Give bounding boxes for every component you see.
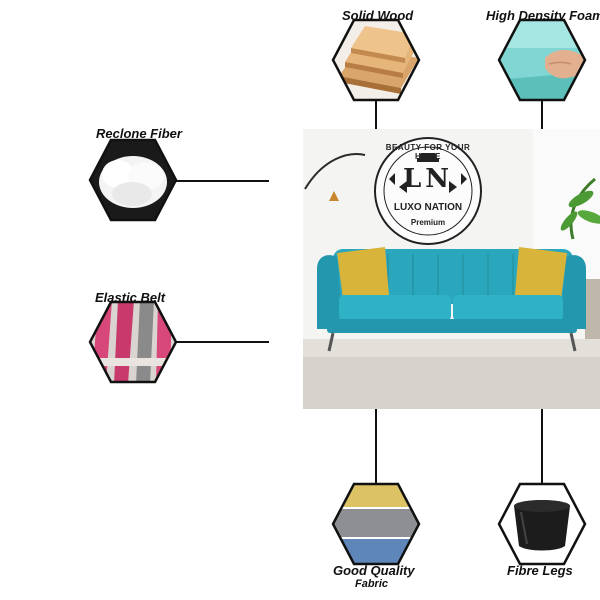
logo-monogram: LN: [402, 164, 454, 194]
connector-fabric: [375, 409, 377, 489]
connector-fibre-legs: [541, 409, 543, 489]
fibre-legs-hex: [497, 482, 587, 566]
label-fibre-legs: Fibre Legs: [507, 563, 573, 578]
logo-brand: LUXO NATION: [393, 202, 463, 213]
connector-solid-wood: [375, 98, 377, 130]
reclone-fiber-hex: [88, 138, 178, 222]
connector-reclone-fiber: [172, 180, 269, 182]
connector-elastic-belt: [172, 341, 269, 343]
connector-foam: [541, 98, 543, 130]
label-high-density-foam: High Density Foam: [486, 8, 600, 23]
fabric-hex: [331, 482, 421, 566]
solid-wood-hex: [331, 18, 421, 102]
label-fabric: Fabric: [355, 578, 389, 590]
sofa-photo: BEAUTY FOR YOUR HOME LN LUXO NATION Prem…: [303, 129, 600, 409]
brand-logo: [374, 137, 482, 245]
sofa-illustration: [303, 129, 600, 409]
logo-arc-text: BEAUTY FOR YOUR HOME: [385, 143, 471, 161]
elastic-belt-hex: [88, 300, 178, 384]
logo-tier: Premium: [410, 218, 446, 227]
label-reclone-fiber: Reclone Fiber: [96, 126, 182, 141]
high-density-foam-hex: [497, 18, 587, 102]
label-good-quality: Good Quality: [333, 563, 415, 578]
